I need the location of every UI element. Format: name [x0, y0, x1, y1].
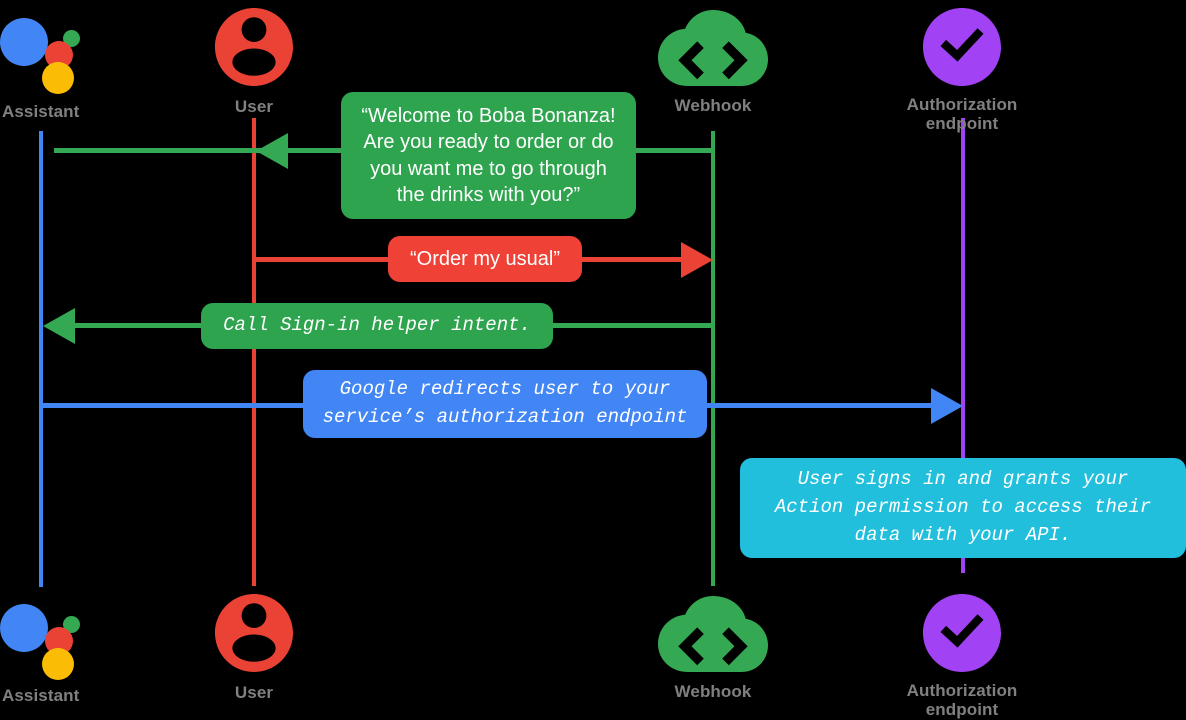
actor-user-bottom[interactable]: User: [154, 594, 354, 702]
lifeline-user: [252, 118, 256, 586]
assistant-dot-blue: [0, 604, 48, 652]
assistant-dot-blue: [0, 18, 48, 66]
purple-checkmark-icon: [923, 594, 1001, 672]
actor-assistant-top[interactable]: Assistant: [0, 14, 144, 121]
bubble-signin-text: Call Sign-in helper intent.: [223, 314, 531, 337]
google-assistant-logo-icon: [0, 600, 82, 680]
actor-label-webhook-bottom: Webhook: [674, 682, 752, 701]
user-avatar-icon: [215, 8, 293, 86]
arrow-head-welcome: [256, 133, 288, 169]
actor-label-authorization-top: Authorization endpoint: [906, 95, 1018, 134]
actor-webhook-bottom[interactable]: Webhook: [613, 594, 813, 701]
user-avatar-icon: [215, 594, 293, 672]
bubble-welcome-text: “Welcome to Boba Bonanza!Are you ready t…: [361, 104, 616, 206]
assistant-dot-yellow: [42, 62, 74, 94]
actor-label-assistant-bottom: Assistant: [2, 686, 80, 705]
purple-checkmark-icon: [923, 8, 1001, 86]
arrow-head-order: [681, 242, 713, 278]
bubble-welcome: “Welcome to Boba Bonanza!Are you ready t…: [341, 92, 636, 219]
cloud-code-icon: [657, 8, 769, 86]
actor-user-top[interactable]: User: [154, 8, 354, 116]
bubble-signin: Call Sign-in helper intent.: [201, 303, 553, 349]
lifeline-webhook: [711, 131, 715, 586]
arrow-head-redirect: [931, 388, 963, 424]
bubble-order: “Order my usual”: [388, 236, 582, 282]
actor-authorization-bottom[interactable]: Authorization endpoint: [862, 594, 1062, 719]
actor-label-user-bottom: User: [234, 683, 274, 702]
arrow-head-signin: [43, 308, 75, 344]
actor-assistant-bottom[interactable]: Assistant: [0, 600, 144, 705]
assistant-dot-yellow: [42, 648, 74, 680]
actor-authorization-top[interactable]: Authorization endpoint: [862, 8, 1062, 133]
actor-label-webhook-top: Webhook: [674, 96, 752, 115]
lifeline-assistant: [39, 131, 43, 587]
cloud-code-icon: [657, 594, 769, 672]
actor-label-authorization-bottom: Authorization endpoint: [906, 681, 1018, 720]
lifeline-authorization: [961, 118, 965, 573]
bubble-order-text: “Order my usual”: [409, 247, 561, 270]
actor-label-user-top: User: [234, 97, 274, 116]
actor-webhook-top[interactable]: Webhook: [613, 8, 813, 115]
google-assistant-logo-icon: [0, 14, 82, 94]
actor-label-assistant-top: Assistant: [2, 102, 80, 121]
